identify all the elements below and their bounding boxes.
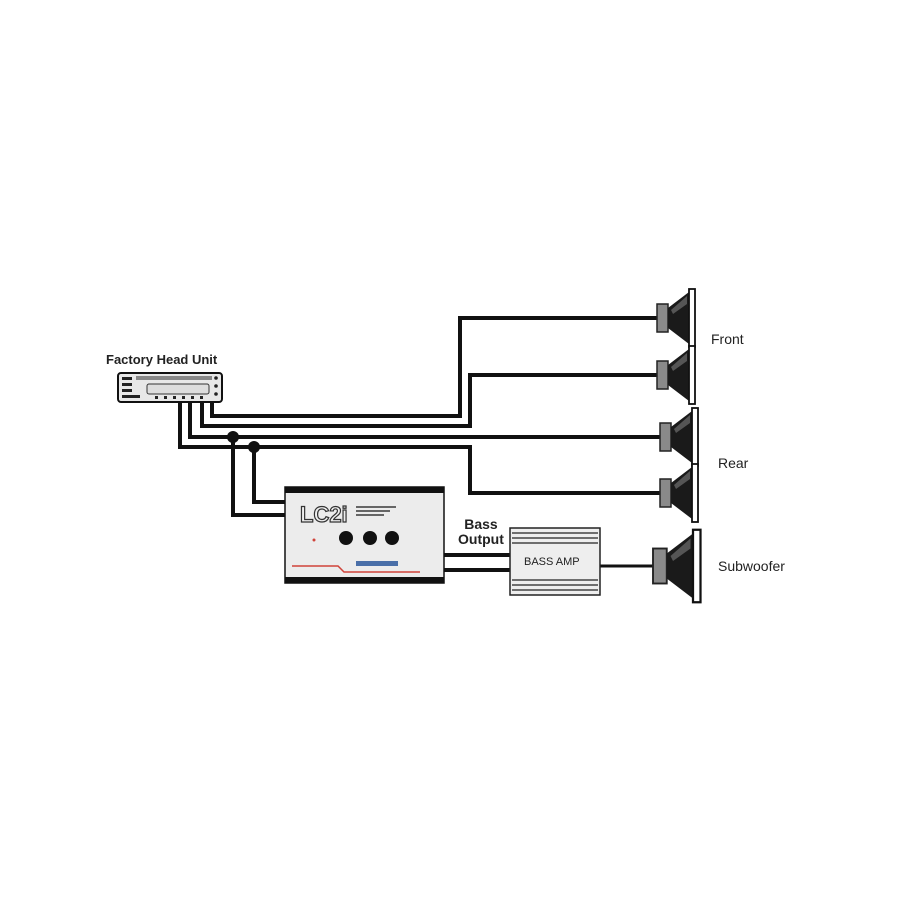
bass-output-label-line2: Output bbox=[458, 531, 504, 547]
bass-amp bbox=[509, 527, 601, 596]
bass-amp-label: BASS AMP bbox=[524, 556, 580, 568]
lc2i-logo: LC2i bbox=[300, 502, 348, 527]
subwoofer-label: Subwoofer bbox=[718, 558, 785, 574]
lc2i-converter: LC2i bbox=[284, 486, 445, 584]
front-speaker-2 bbox=[656, 345, 696, 405]
wire-rear-1 bbox=[188, 401, 661, 439]
subwoofer-speaker bbox=[651, 528, 702, 604]
front-speaker-1 bbox=[656, 288, 696, 348]
speaker-wires bbox=[178, 316, 661, 572]
wire-tap-2 bbox=[252, 447, 286, 504]
wire-front-1 bbox=[210, 316, 658, 418]
junction-dot bbox=[248, 441, 260, 453]
bass-output-label: Bass Output bbox=[458, 517, 504, 547]
rear-speaker-2 bbox=[659, 463, 699, 523]
wire-tap-1 bbox=[231, 437, 286, 517]
rear-label: Rear bbox=[718, 455, 749, 471]
junction-dot bbox=[227, 431, 239, 443]
head-unit-label: Factory Head Unit bbox=[106, 352, 218, 367]
wire-rear-2 bbox=[178, 401, 661, 495]
front-label: Front bbox=[711, 331, 744, 347]
factory-head-unit bbox=[117, 372, 223, 403]
bass-output-label-line1: Bass bbox=[464, 516, 498, 532]
rear-speaker-1 bbox=[659, 407, 699, 467]
wire-front-2 bbox=[200, 373, 658, 428]
